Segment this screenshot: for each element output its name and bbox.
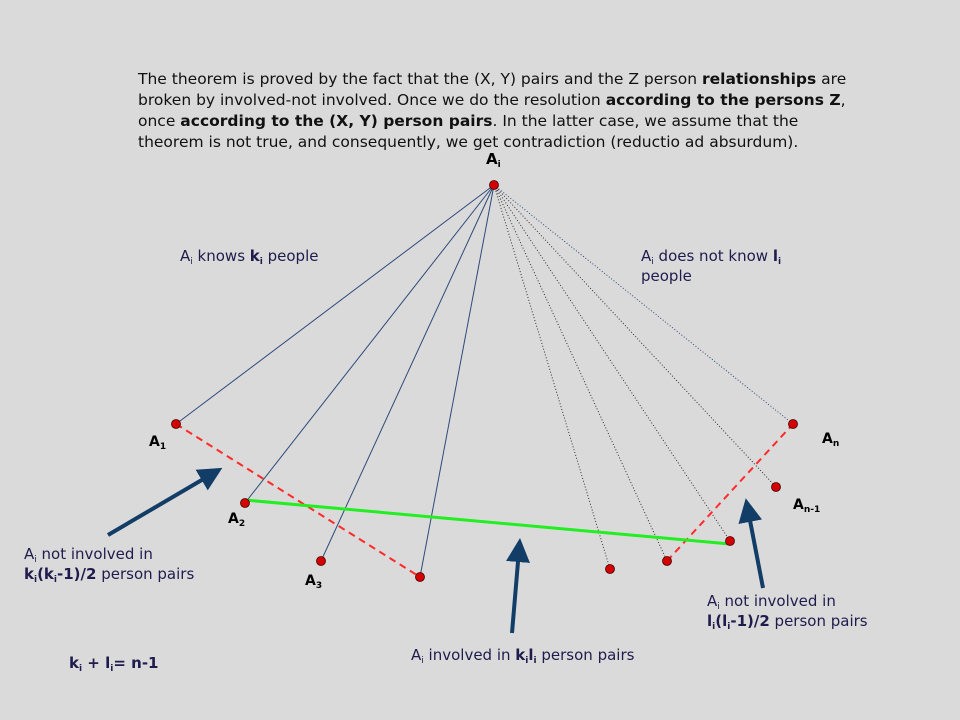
intro-text: . In the latter case, we assume that the… (138, 112, 799, 151)
not-knows-edges (493, 184, 794, 570)
arrow-center (506, 538, 530, 634)
edge-a4 (419, 184, 495, 578)
node-a3 (316, 556, 326, 566)
node-an (788, 419, 798, 429)
dashed-pairs-left (175, 423, 421, 578)
edge-a3 (320, 184, 495, 562)
node-a4 (415, 572, 425, 582)
label-an: An (822, 431, 840, 449)
label-an1: An-1 (793, 497, 821, 515)
node-ai (489, 180, 499, 190)
label-a3: A3 (305, 573, 323, 591)
edge-a2 (244, 184, 495, 504)
node-b1 (605, 564, 615, 574)
label-ai: Ai (486, 150, 501, 170)
arrow-left (106, 467, 223, 537)
node-a1 (171, 419, 181, 429)
knows-edges (175, 184, 495, 578)
equation: ki + li= n-1 (69, 654, 159, 674)
node-b2 (662, 556, 672, 566)
green-pair-line (244, 498, 731, 546)
edge-a1 (175, 184, 495, 425)
label-a1: A1 (149, 434, 167, 452)
edge-an (493, 184, 794, 425)
node-a2 (240, 498, 250, 508)
edge-b1 (493, 184, 611, 570)
intro-bold: according to the (X, Y) person pairs (180, 112, 493, 130)
intro-text: , once (138, 91, 846, 130)
node-an1 (771, 482, 781, 492)
intro-paragraph: The theorem is proved by the fact that t… (138, 69, 858, 153)
knows-label: Ai knows ki people (180, 247, 319, 267)
intro-bold: relationships (702, 70, 817, 88)
intro-text: The theorem is proved by the fact that t… (138, 70, 702, 88)
arrow-right (738, 498, 765, 589)
node-b3 (725, 536, 735, 546)
edge-an1 (493, 184, 777, 488)
edge-b3 (493, 184, 731, 542)
intro-text: are broken by involved-not involved. Onc… (138, 70, 847, 109)
edge-b2 (493, 184, 668, 562)
center-note: Ai involved in kili person pairs (411, 646, 635, 666)
intro-bold: according to the persons Z (605, 91, 841, 109)
label-a2: A2 (228, 511, 246, 529)
